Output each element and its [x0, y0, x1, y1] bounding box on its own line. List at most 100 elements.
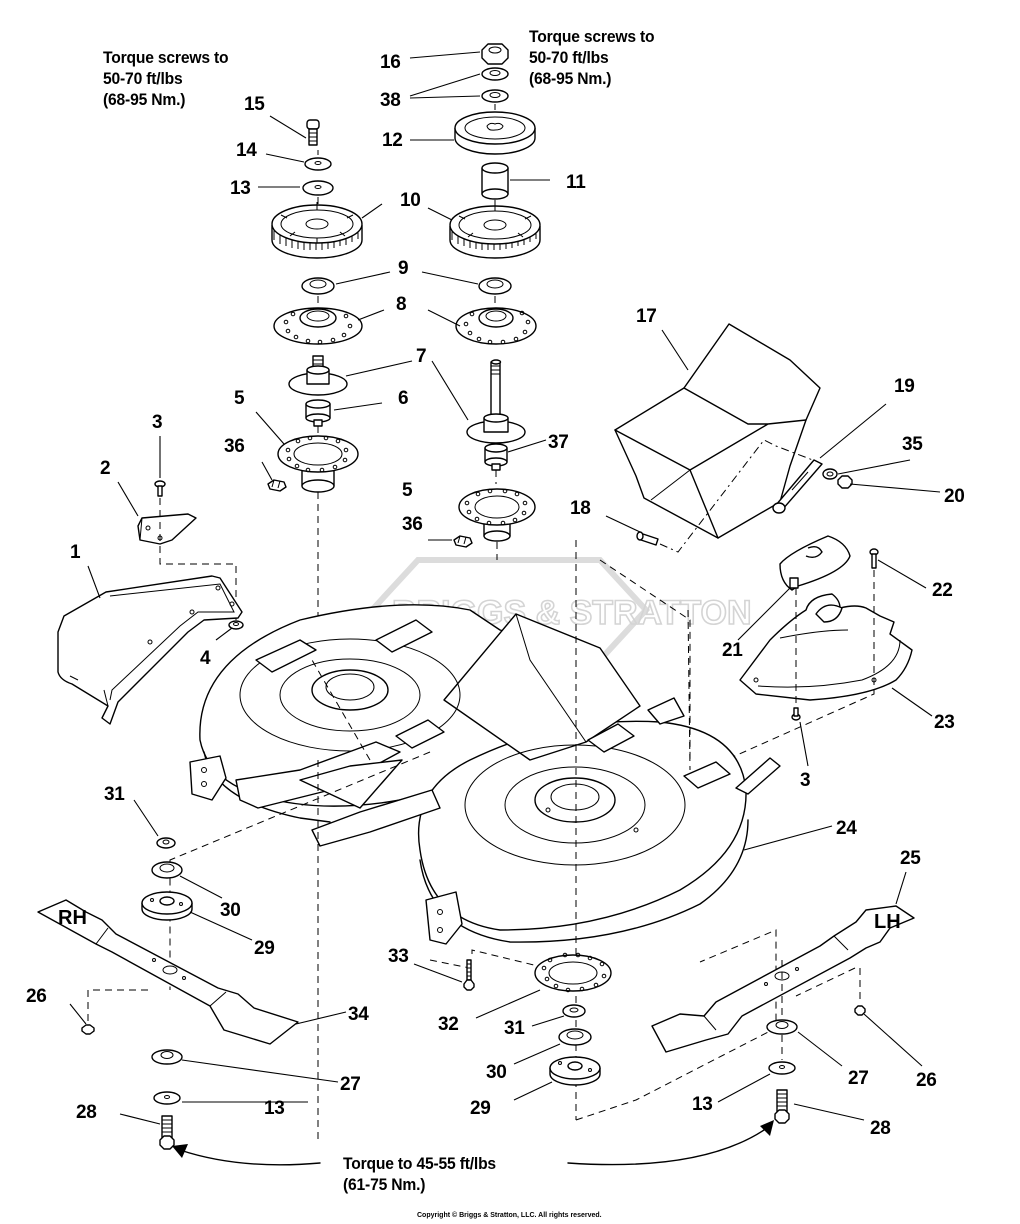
callout-11[interactable]: 11 — [566, 172, 587, 193]
nut-20[interactable] — [837, 475, 853, 489]
spindle-shaft-7-center[interactable] — [466, 359, 526, 444]
callout-26-left[interactable]: 26 — [26, 986, 47, 1007]
callout-26-right[interactable]: 26 — [916, 1070, 937, 1091]
callout-30-center[interactable]: 30 — [486, 1062, 507, 1083]
callout-30-left[interactable]: 30 — [220, 900, 241, 921]
callout-7[interactable]: 7 — [416, 346, 427, 367]
nut-4[interactable] — [228, 620, 244, 630]
callout-35[interactable]: 35 — [902, 434, 924, 455]
blade-adapter-27-right[interactable] — [766, 1019, 798, 1035]
callout-24[interactable]: 24 — [836, 818, 858, 839]
washer-31-left[interactable] — [156, 837, 176, 849]
hub-29-left[interactable] — [141, 891, 193, 921]
screw-26-right[interactable] — [854, 1005, 866, 1016]
callout-19[interactable]: 19 — [894, 376, 915, 397]
bearing-9[interactable] — [478, 277, 512, 295]
callout-27-right[interactable]: 27 — [848, 1068, 869, 1089]
screw-26-left[interactable] — [81, 1024, 95, 1035]
callout-8[interactable]: 8 — [396, 294, 407, 315]
screw-3-lower[interactable] — [791, 707, 801, 721]
spindle-housing-5-center[interactable] — [458, 488, 536, 542]
callout-28-left[interactable]: 28 — [76, 1102, 97, 1123]
callout-29-center[interactable]: 29 — [470, 1098, 491, 1119]
bolt-18[interactable] — [636, 531, 659, 546]
pulley-10-left[interactable] — [271, 202, 363, 259]
callout-34[interactable]: 34 — [348, 1004, 370, 1025]
bearing-left-upper[interactable] — [301, 277, 335, 295]
blade-25-lh[interactable]: LH — [651, 905, 915, 1053]
washer-31-center[interactable] — [562, 1004, 586, 1018]
washer-13[interactable] — [302, 180, 334, 196]
callout-3-upper[interactable]: 3 — [152, 412, 163, 433]
gasket-32[interactable] — [534, 952, 612, 993]
pulley-10-center[interactable] — [449, 203, 541, 259]
spindle-housing-5-left[interactable] — [277, 435, 359, 493]
grease-fitting-36-center[interactable] — [453, 535, 473, 548]
nut-16[interactable] — [481, 43, 509, 65]
screw-33[interactable] — [463, 959, 475, 991]
callout-33[interactable]: 33 — [388, 946, 409, 967]
callout-15[interactable]: 15 — [244, 94, 266, 115]
bearing-30-center[interactable] — [558, 1028, 592, 1046]
callout-6[interactable]: 6 — [398, 388, 409, 409]
bearing-housing-8-center[interactable] — [455, 307, 537, 345]
callout-20[interactable]: 20 — [944, 486, 965, 507]
callout-3-lower[interactable]: 3 — [800, 770, 811, 791]
callout-5-left[interactable]: 5 — [234, 388, 245, 409]
belt-cover-1[interactable] — [57, 575, 243, 725]
callout-13-bottom-right[interactable]: 13 — [692, 1094, 713, 1115]
washer-13-right[interactable] — [768, 1061, 796, 1075]
spacer-11[interactable] — [481, 162, 509, 200]
blade-34-rh[interactable]: RH — [37, 899, 299, 1045]
callout-14[interactable]: 14 — [236, 140, 258, 161]
screw-22[interactable] — [869, 548, 879, 569]
washer-38-upper[interactable] — [481, 67, 509, 81]
deck-housing-24[interactable] — [189, 604, 781, 945]
bearing-37[interactable] — [484, 443, 508, 471]
callout-27-left[interactable]: 27 — [340, 1074, 361, 1095]
bearing-30-left[interactable] — [151, 861, 183, 879]
callout-4[interactable]: 4 — [200, 648, 211, 669]
callout-31-left[interactable]: 31 — [104, 784, 126, 805]
callout-18[interactable]: 18 — [570, 498, 591, 519]
callout-36-center[interactable]: 36 — [402, 514, 423, 535]
callout-37[interactable]: 37 — [548, 432, 569, 453]
bearing-housing-8-left[interactable] — [273, 307, 363, 345]
callout-28-right[interactable]: 28 — [870, 1118, 891, 1139]
washer-38-lower[interactable] — [481, 89, 509, 103]
hub-29-center[interactable] — [549, 1056, 601, 1086]
belt-cover-23[interactable] — [739, 593, 913, 701]
callout-13-top[interactable]: 13 — [230, 178, 251, 199]
callout-13-bottom-left[interactable]: 13 — [264, 1098, 285, 1119]
screw-15[interactable] — [306, 119, 320, 146]
callout-22[interactable]: 22 — [932, 580, 953, 601]
spindle-shaft-7-left[interactable] — [288, 355, 348, 396]
callout-23[interactable]: 23 — [934, 712, 955, 733]
washer-35[interactable] — [822, 468, 838, 480]
callout-38[interactable]: 38 — [380, 90, 401, 111]
callout-10[interactable]: 10 — [400, 190, 421, 211]
callout-12[interactable]: 12 — [382, 130, 403, 151]
washer-13-left[interactable] — [153, 1091, 181, 1105]
blade-adapter-27-left[interactable] — [151, 1049, 183, 1065]
callout-17[interactable]: 17 — [636, 306, 657, 327]
blade-bolt-28-right[interactable] — [774, 1089, 790, 1124]
callout-1[interactable]: 1 — [70, 542, 81, 563]
washer-14[interactable] — [304, 157, 332, 171]
callout-5-center[interactable]: 5 — [402, 480, 413, 501]
callout-25[interactable]: 25 — [900, 848, 922, 869]
screw-3-upper[interactable] — [154, 480, 166, 497]
callout-16[interactable]: 16 — [380, 52, 401, 73]
shield-21[interactable] — [779, 535, 851, 591]
callout-32[interactable]: 32 — [438, 1014, 459, 1035]
callout-9[interactable]: 9 — [398, 258, 409, 279]
callout-36-left[interactable]: 36 — [224, 436, 245, 457]
callout-2[interactable]: 2 — [100, 458, 111, 479]
bracket-2[interactable] — [137, 513, 197, 545]
blade-bolt-28-left[interactable] — [159, 1115, 175, 1150]
discharge-chute-17[interactable] — [614, 323, 821, 539]
pulley-12[interactable] — [454, 111, 536, 155]
grease-fitting-36-left[interactable] — [267, 479, 287, 492]
rod-19[interactable] — [772, 459, 823, 514]
bearing-6[interactable] — [305, 399, 331, 427]
